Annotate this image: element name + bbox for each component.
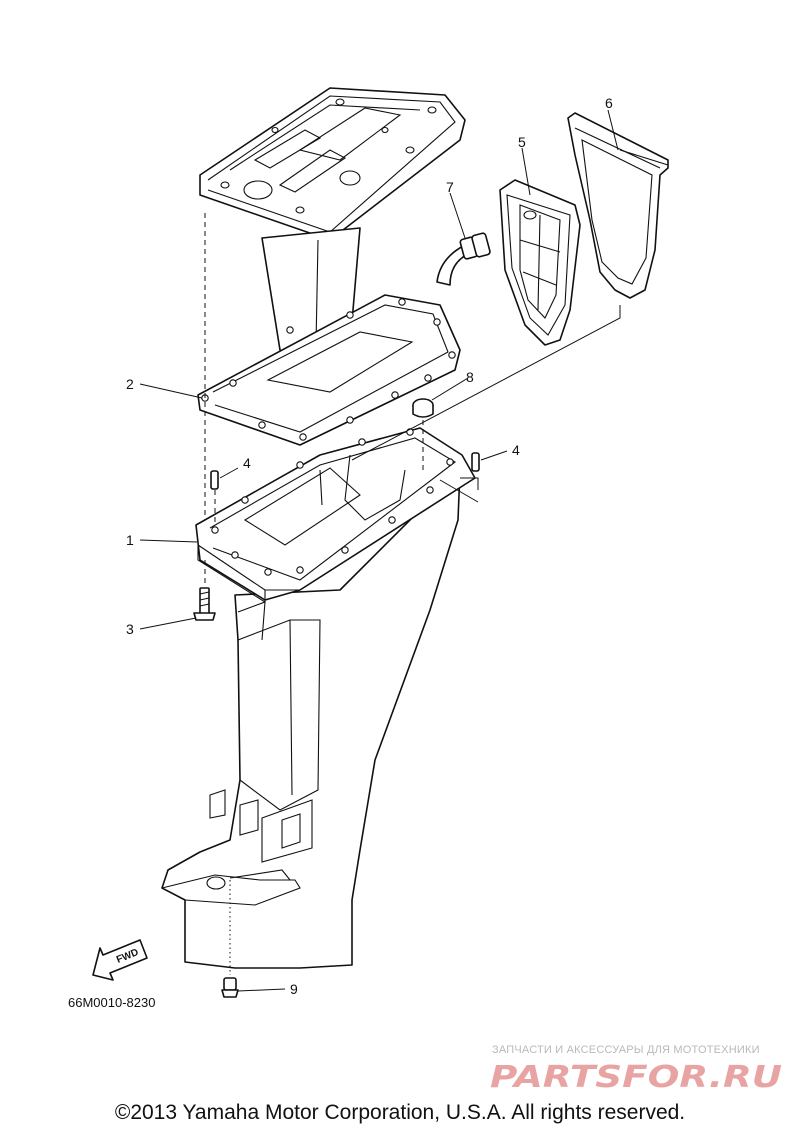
plug-9 <box>221 977 239 998</box>
callout-7: 7 <box>446 179 454 195</box>
copyright-notice: ©2013 Yamaha Motor Corporation, U.S.A. A… <box>114 1101 686 1124</box>
callout-6: 6 <box>605 95 613 111</box>
upper-casing-1 <box>161 427 476 969</box>
callout-4-right: 4 <box>512 442 520 458</box>
alignment-lines <box>204 213 621 975</box>
watermark-tagline: ЗАПЧАСТИ И АКСЕССУАРЫ ДЛЯ МОТОТЕХНИКИ <box>492 1044 760 1056</box>
fwd-arrow-icon: FWD <box>92 939 148 981</box>
callout-2: 2 <box>126 376 134 392</box>
bolt-3 <box>193 587 216 621</box>
watermark-logo: PARTSFOR.RU <box>490 1060 782 1092</box>
watermark-logo-text: PARTSFOR.RU <box>490 1060 782 1092</box>
callout-3: 3 <box>126 621 134 637</box>
grommet-8 <box>412 398 434 418</box>
callout-4-left: 4 <box>243 455 251 471</box>
leader-lines <box>139 109 619 992</box>
diagram-reference-code: 66M0010-8230 <box>68 995 155 1010</box>
gasket-2 <box>197 294 461 446</box>
callout-9: 9 <box>290 981 298 997</box>
dowel-pin-4-left <box>210 470 219 490</box>
seal-5 <box>499 179 581 346</box>
callout-8: 8 <box>466 369 474 385</box>
callout-labels: 1 2 3 4 4 5 6 7 8 9 <box>126 95 613 997</box>
dowel-pin-4-right <box>471 452 480 472</box>
callout-5: 5 <box>518 134 526 150</box>
callout-1: 1 <box>126 532 134 548</box>
seal-6 <box>567 112 669 299</box>
hose-7 <box>436 232 491 286</box>
